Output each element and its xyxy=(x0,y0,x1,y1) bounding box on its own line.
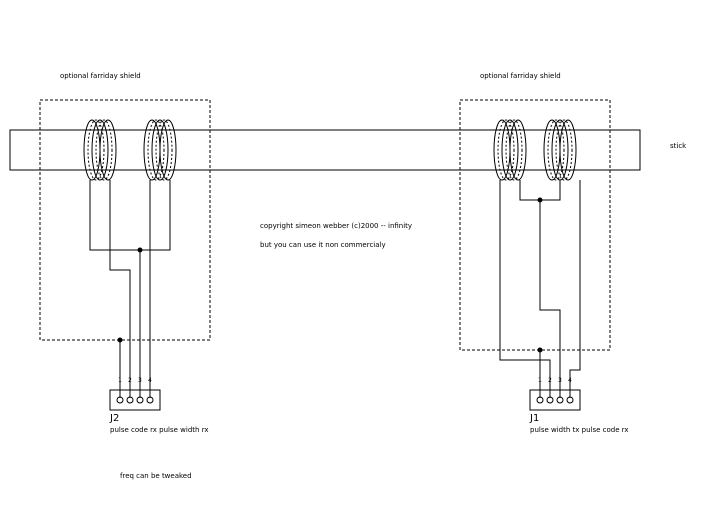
j1-description: pulse width tx pulse code rx xyxy=(530,426,629,434)
license-note: but you can use it non commercialy xyxy=(260,241,386,249)
wiring-left xyxy=(89,180,171,398)
stick-rod xyxy=(9,129,641,171)
coil-right-b xyxy=(543,119,577,181)
coil-left-b xyxy=(143,119,177,181)
connector-j1: 1 2 3 4 xyxy=(529,377,581,411)
j1-pin-1: 1 xyxy=(538,377,542,384)
j2-description: pulse code rx pulse width rx xyxy=(110,426,209,434)
j1-pin-2: 2 xyxy=(548,377,552,384)
shield-label-right: optional farriday shield xyxy=(480,72,561,80)
freq-note: freq can be tweaked xyxy=(120,472,192,480)
faraday-shield-left xyxy=(39,99,211,341)
j2-pin-2: 2 xyxy=(128,377,132,384)
j1-pin-3: 3 xyxy=(558,377,562,384)
wiring-right xyxy=(499,180,581,398)
shield-label-left: optional farriday shield xyxy=(60,72,141,80)
j2-pin-4: 4 xyxy=(148,377,152,384)
j2-pin-3: 3 xyxy=(138,377,142,384)
stick-label: stick xyxy=(670,142,687,150)
coil-left-a xyxy=(83,119,117,181)
faraday-shield-right xyxy=(459,99,611,351)
coil-right-a xyxy=(493,119,527,181)
j2-pin-1: 1 xyxy=(118,377,122,384)
j2-ref: J2 xyxy=(109,413,119,424)
j1-ref: J1 xyxy=(529,413,539,424)
copyright-note: copyright simeon webber (c)2000 -- infin… xyxy=(260,222,412,230)
connector-j2: 1 2 3 4 xyxy=(109,377,161,411)
j1-pin-4: 4 xyxy=(568,377,572,384)
